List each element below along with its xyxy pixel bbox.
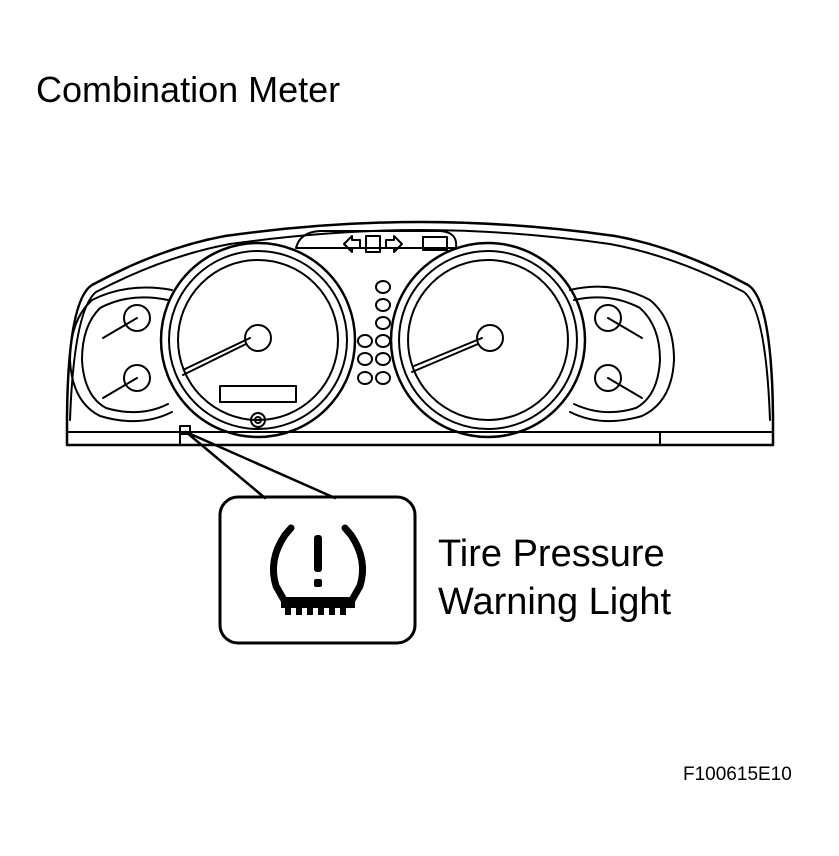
callout-label: Tire Pressure Warning Light: [438, 530, 671, 626]
center-square-indicator: [365, 235, 381, 253]
trip-reset-knob: [250, 412, 266, 428]
speedometer-gauge: [159, 241, 357, 439]
right-turn-arrow-icon: [385, 235, 403, 253]
indicator-lamps: [357, 280, 391, 385]
left-turn-arrow-icon: [343, 235, 361, 253]
tachometer-gauge: [389, 241, 587, 439]
callout-label-line2: Warning Light: [438, 581, 672, 623]
top-indicator-panel: [295, 230, 458, 253]
odometer-display: [219, 385, 297, 403]
right-sub-gauges: [569, 285, 675, 423]
tire-pressure-warning-icon: [270, 524, 366, 615]
cluster-housing: [65, 220, 775, 447]
tire-pressure-lamp-location: [179, 425, 191, 435]
figure-code: F100615E10: [683, 764, 792, 785]
left-sub-gauges: [69, 286, 173, 423]
top-rect-indicator: [422, 236, 448, 251]
callout-leader: [184, 430, 337, 500]
callout-box: [218, 495, 417, 645]
diagram-title: Combination Meter: [36, 69, 341, 110]
callout-label-line1: Tire Pressure: [438, 533, 665, 575]
